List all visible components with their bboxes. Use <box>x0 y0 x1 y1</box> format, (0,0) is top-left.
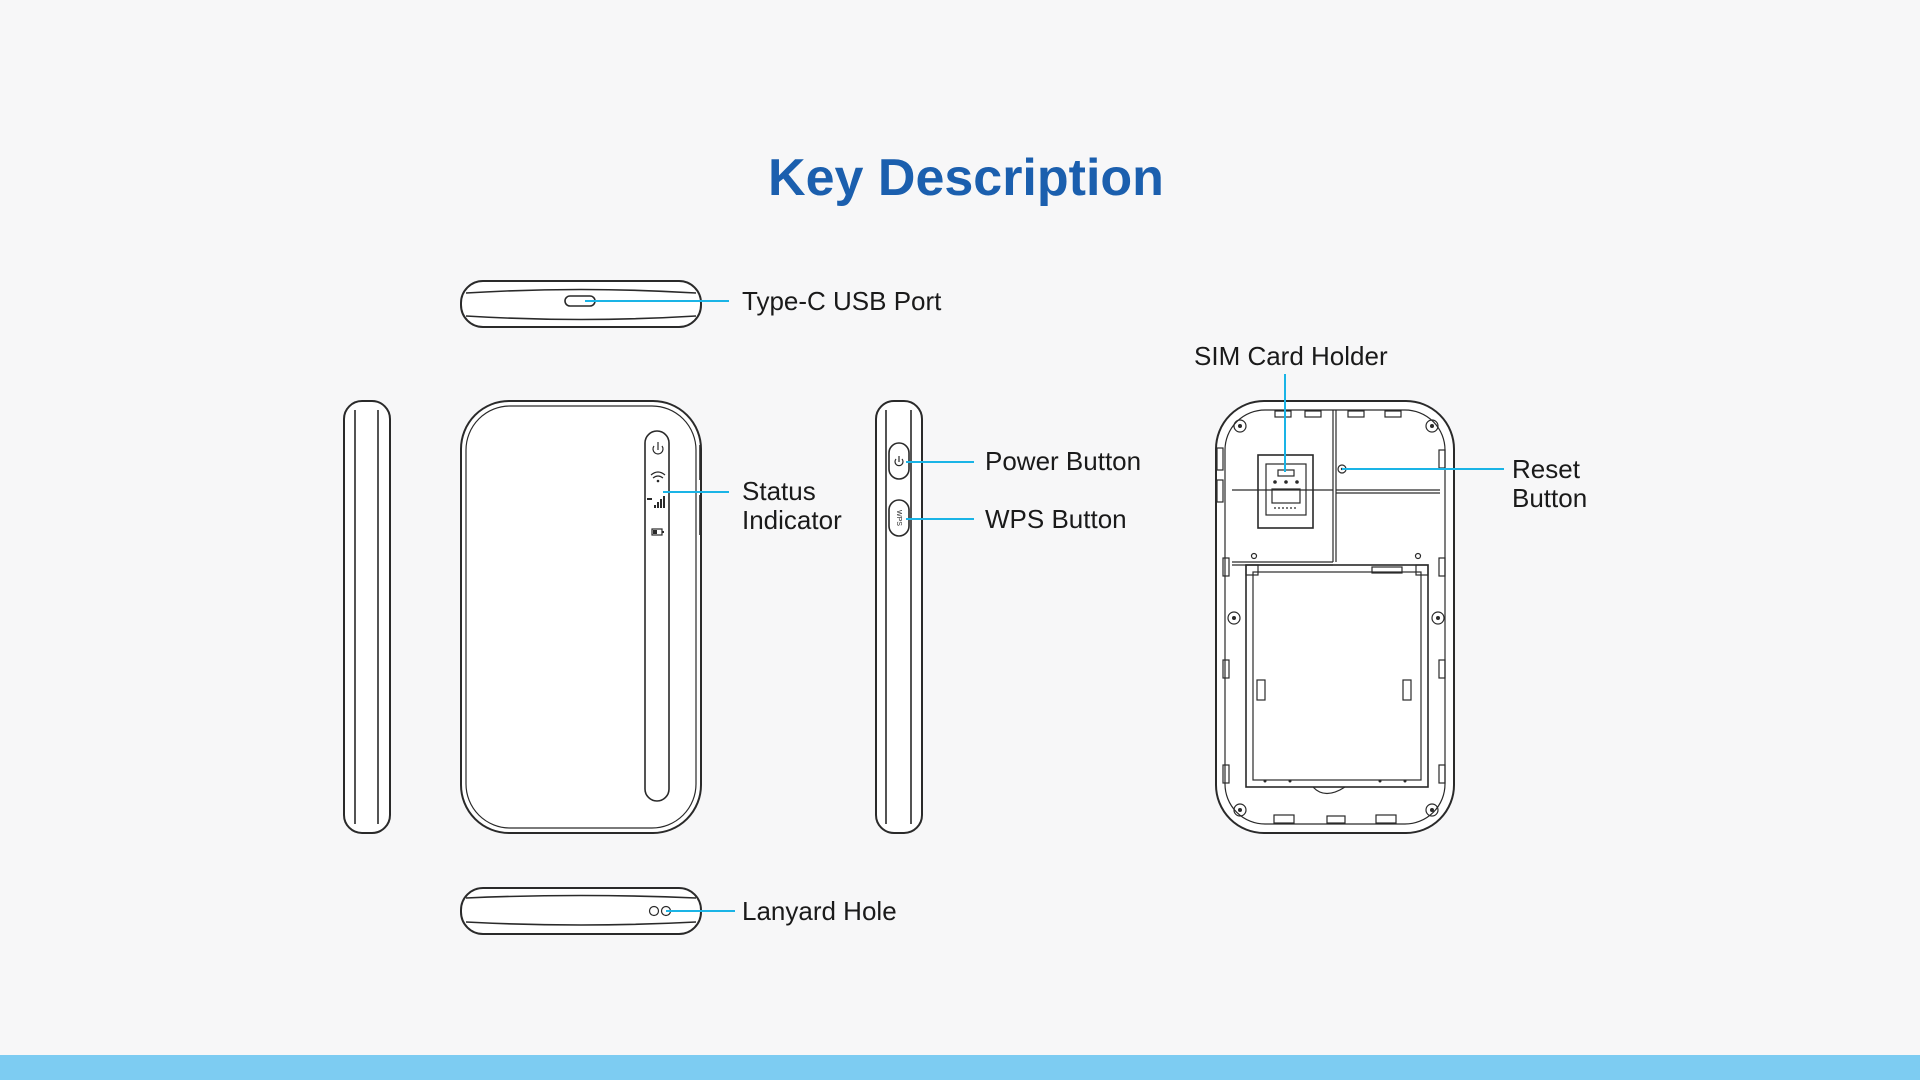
power-icon <box>894 456 904 467</box>
battery-icon <box>651 528 664 536</box>
callout-lines <box>585 300 1504 912</box>
left-side-view <box>343 400 391 834</box>
bottom-accent-band <box>0 1055 1920 1080</box>
back-view <box>1215 400 1455 834</box>
indicator-bar <box>644 430 670 802</box>
signal-icon <box>647 496 665 508</box>
label-status-line1: Status <box>742 476 816 506</box>
label-wps-button: WPS Button <box>985 504 1127 534</box>
label-reset-line2: Button <box>1512 483 1588 513</box>
wps-icon-text: WPS <box>895 510 902 526</box>
label-status-indicator: Status Indicator <box>742 477 842 535</box>
battery-compartment <box>1245 564 1429 788</box>
label-sim-card-holder: SIM Card Holder <box>1194 341 1388 371</box>
label-reset-line1: Reset <box>1512 454 1580 484</box>
wifi-icon <box>650 471 666 483</box>
front-view <box>460 400 702 834</box>
bottom-view <box>460 887 702 935</box>
label-power-button: Power Button <box>985 446 1142 476</box>
lanyard-hole-left <box>648 905 660 917</box>
power-icon <box>652 442 664 455</box>
right-side-view: WPS <box>875 400 923 834</box>
label-lanyard-hole: Lanyard Hole <box>742 896 897 926</box>
label-usb-port: Type-C USB Port <box>742 286 942 316</box>
page-title: Key Description <box>768 149 1164 207</box>
label-reset-button: Reset Button <box>1512 455 1587 513</box>
top-view <box>460 280 702 328</box>
label-status-line2: Indicator <box>742 505 842 535</box>
